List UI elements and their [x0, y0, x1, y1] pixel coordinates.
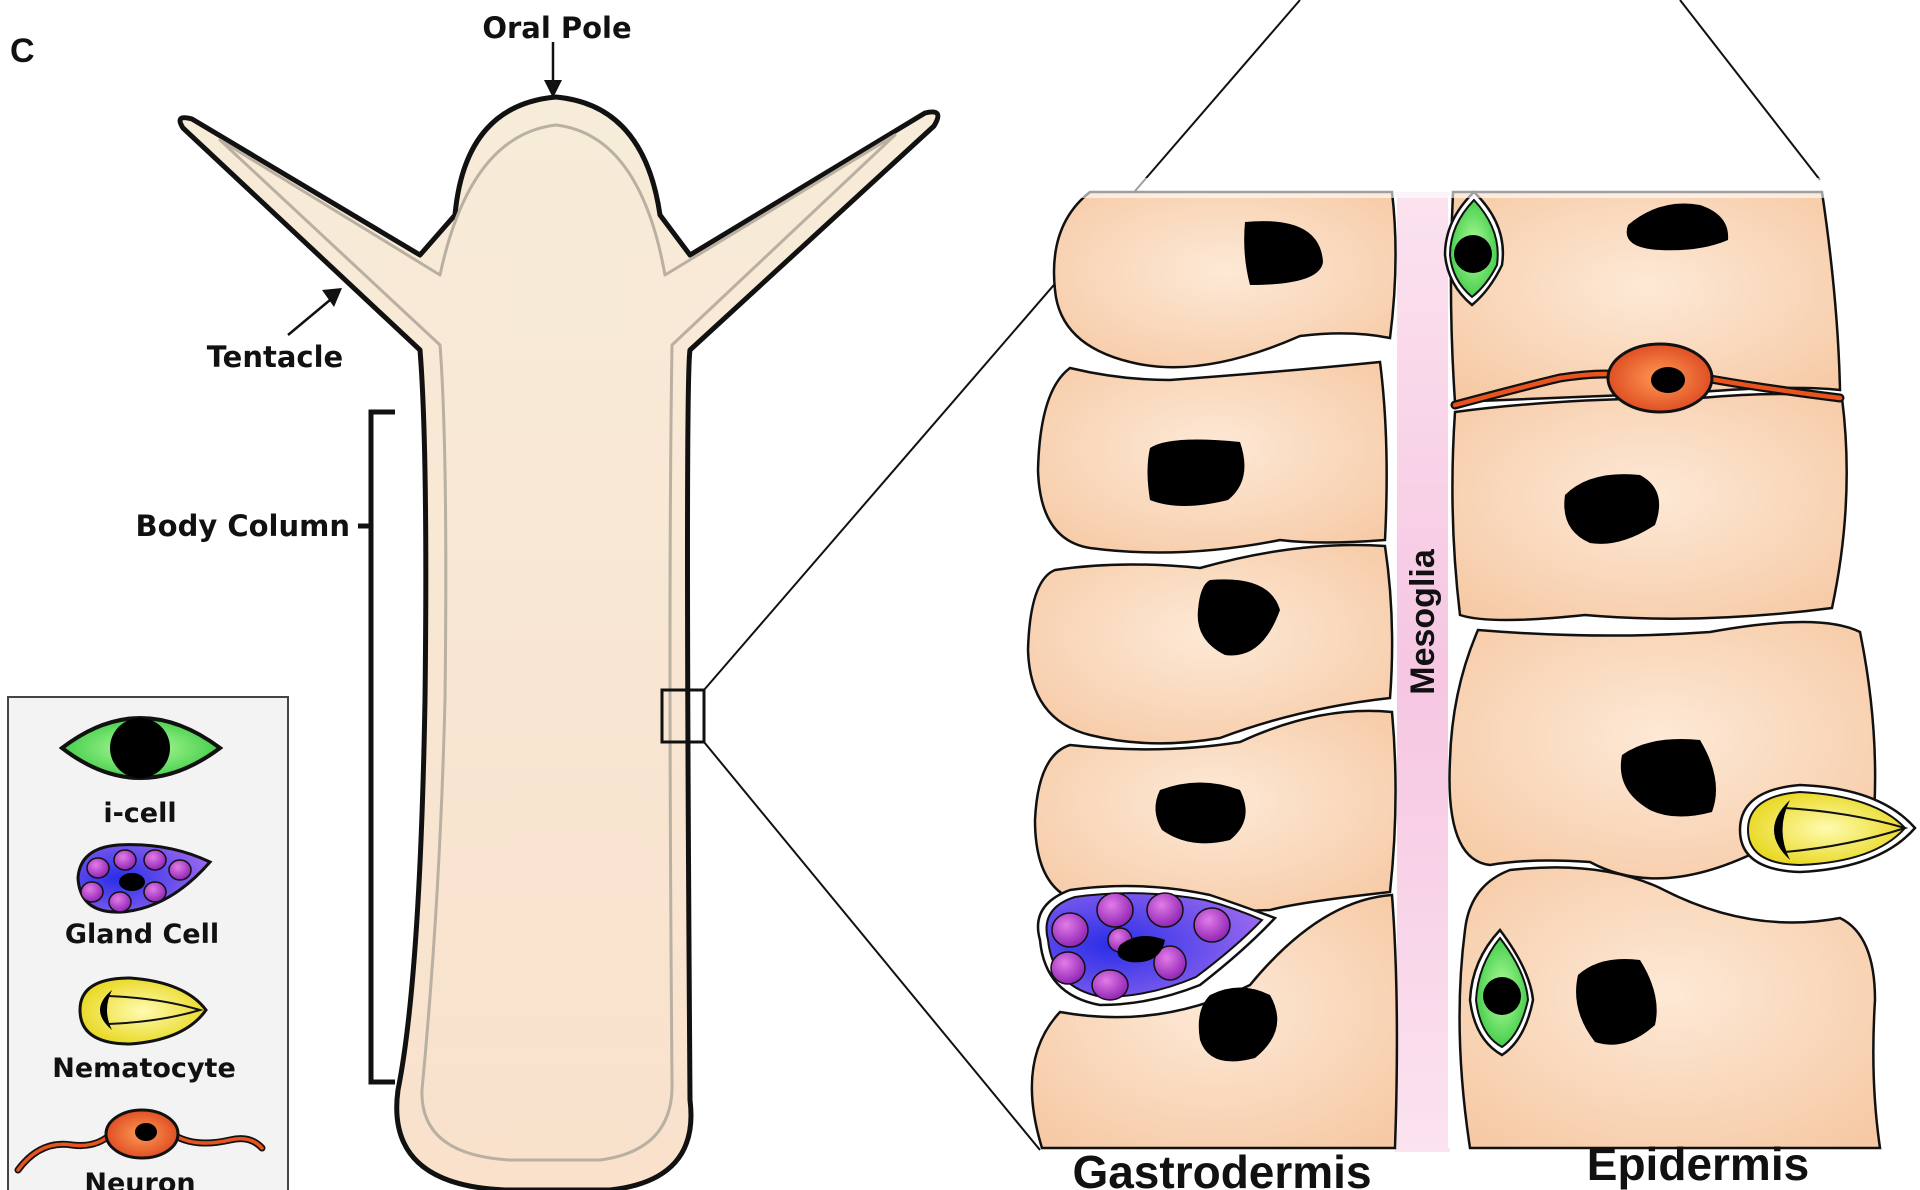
gastrodermis-label: Gastrodermis — [1072, 1146, 1371, 1190]
oral-pole-label: Oral Pole — [482, 11, 631, 45]
tentacle-arrow — [287, 299, 331, 336]
panel-letter: C — [10, 32, 35, 70]
legend: i-cell Gland Cell Nematocyte Ne — [7, 696, 289, 1190]
zoom-box — [660, 688, 706, 744]
i-cell-lower — [1468, 928, 1535, 1057]
body-column-label: Body Column — [136, 509, 350, 543]
nematocyte-icon — [78, 976, 208, 1046]
gland-cell-icon — [76, 843, 213, 914]
legend-label-nematocyte: Nematocyte — [52, 1053, 236, 1084]
epidermis-nuclei — [1564, 203, 1729, 1045]
i-cell-upper — [1443, 190, 1505, 307]
i-cell-icon — [58, 716, 224, 780]
legend-label-gland-cell: Gland Cell — [65, 919, 219, 950]
zoom-lines — [703, 0, 1821, 1151]
mesoglia-label: Mesoglia — [1404, 548, 1442, 695]
body-column-bracket — [358, 409, 395, 1085]
neuron-icon — [14, 1108, 266, 1174]
nematocyte-cell — [1738, 783, 1917, 874]
legend-label-neuron: Neuron — [84, 1168, 195, 1190]
tissue-zoom — [1026, 178, 1917, 1152]
neuron-cell — [1450, 342, 1845, 414]
epidermis-label: Epidermis — [1587, 1138, 1809, 1190]
gastrodermis-nuclei — [1147, 221, 1323, 1062]
legend-label-i-cell: i-cell — [103, 798, 176, 829]
gland-cell — [1036, 884, 1278, 1007]
hydra-body — [177, 94, 941, 1190]
mesoglia-band — [1395, 192, 1450, 1152]
tentacle-label: Tentacle — [207, 340, 343, 374]
